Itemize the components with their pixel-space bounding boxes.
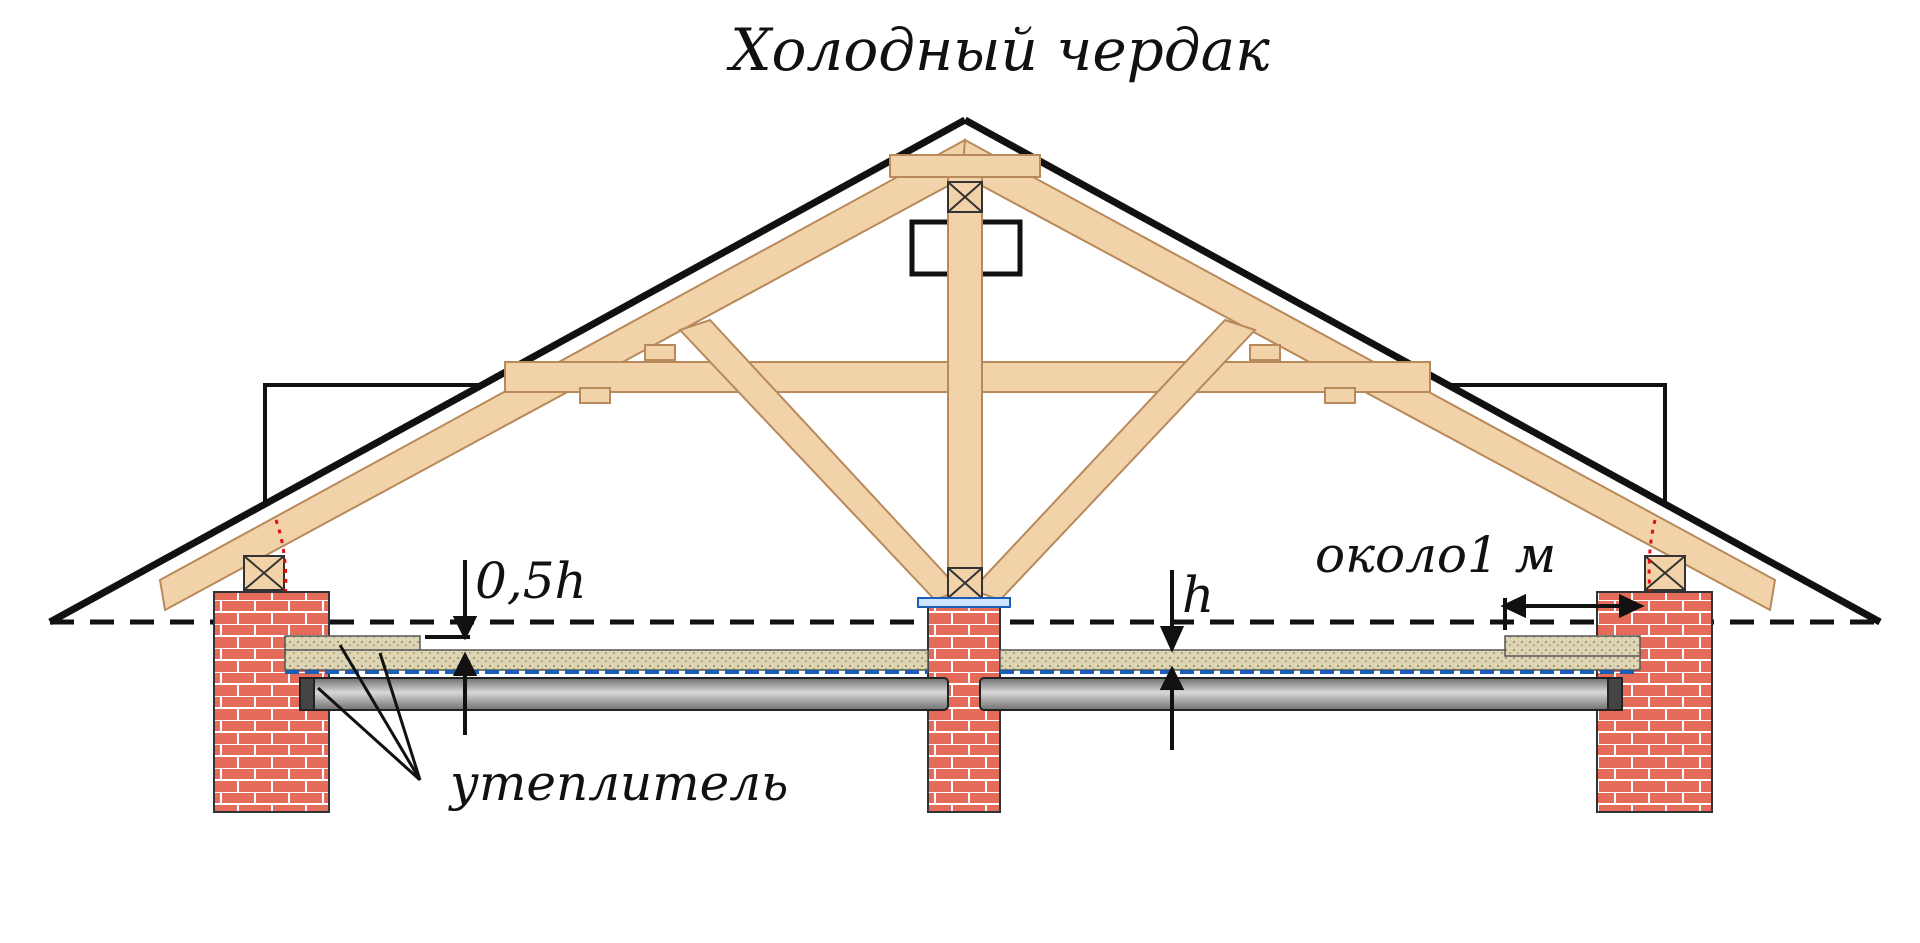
right-wall-plate <box>1644 555 1686 591</box>
insulation-right-thick <box>1504 635 1641 657</box>
dimension-h <box>1159 570 1185 750</box>
wall-plates <box>243 181 1686 599</box>
label-h: h <box>1182 566 1214 624</box>
label-about-1m: около1 м <box>1315 526 1556 584</box>
floor-beams <box>299 677 1623 711</box>
dimension-about-1m <box>1500 593 1645 630</box>
brick-walls <box>213 591 1713 813</box>
roof-truss <box>158 138 1777 612</box>
left-wall-plate <box>243 555 285 591</box>
label-half-h: 0,5h <box>475 552 587 610</box>
ridge-tie <box>889 154 1041 178</box>
floor-beam-right <box>979 677 1611 711</box>
dimension-half-h <box>425 560 478 735</box>
center-pad <box>917 597 1011 608</box>
king-post-block <box>947 567 983 599</box>
floor-beam-left <box>309 677 949 711</box>
king-post <box>947 174 983 601</box>
insulation-layers <box>284 635 1641 671</box>
gable-outline <box>263 383 1667 502</box>
diagram-title: Холодный чердак <box>726 16 1270 84</box>
ridge-block <box>947 181 983 213</box>
label-insulation: утеплитель <box>448 754 788 812</box>
insulation-leaders <box>316 644 422 782</box>
